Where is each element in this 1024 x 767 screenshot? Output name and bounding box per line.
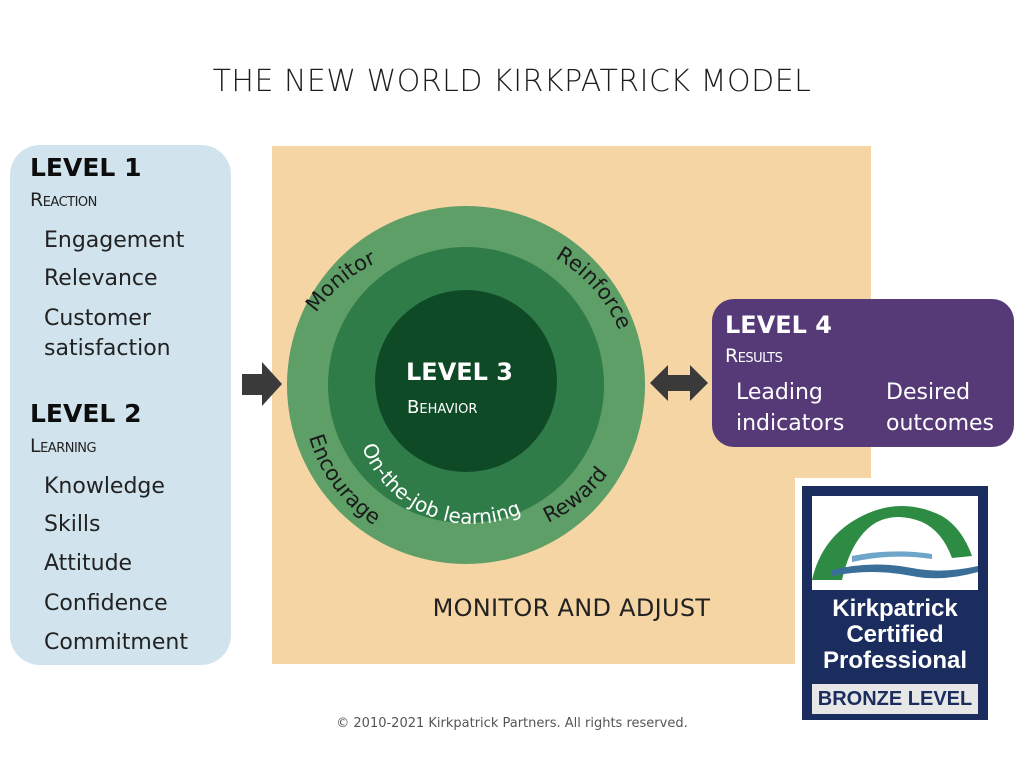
level1-level2-panel: LEVEL 1 Reaction Engagement Relevance Cu… <box>10 145 231 665</box>
level2-item: Attitude <box>44 551 133 576</box>
level4-subtitle: Results <box>725 345 783 367</box>
diagram-title: THE NEW WORLD KIRKPATRICK MODEL <box>212 64 812 99</box>
level4-item: indicators <box>736 411 845 436</box>
level4-desired-outcomes: Desired outcomes <box>886 377 994 439</box>
level2-item: Skills <box>44 512 101 537</box>
level1-item: satisfaction <box>44 336 171 361</box>
badge-level: BRONZE LEVEL <box>812 684 978 714</box>
level3-subtitle: Behavior <box>407 397 477 418</box>
inner-circle <box>375 290 557 472</box>
level4-item: outcomes <box>886 411 995 436</box>
level2-heading: LEVEL 2 <box>30 399 142 428</box>
level4-item: Leading <box>736 380 823 405</box>
level2-item: Confidence <box>44 591 168 616</box>
badge-line-3: Professional <box>822 647 968 674</box>
level1-item: Relevance <box>44 266 158 291</box>
level1-item: Engagement <box>44 228 185 253</box>
copyright-text: © 2010-2021 Kirkpatrick Partners. All ri… <box>336 716 688 731</box>
level4-item: Desired <box>886 380 971 405</box>
level1-heading: LEVEL 1 <box>30 153 142 182</box>
arrow-right-icon <box>242 362 282 406</box>
kirkpatrick-logo-icon <box>812 496 978 590</box>
level4-panel: LEVEL 4 Results Leading indicators Desir… <box>712 299 1014 447</box>
double-arrow-icon <box>650 365 708 401</box>
level3-heading: LEVEL 3 <box>406 358 513 386</box>
badge-line-2: Certified <box>846 621 944 648</box>
certification-badge: Kirkpatrick Certified Professional BRONZ… <box>795 478 995 726</box>
level4-leading-indicators: Leading indicators <box>736 377 844 439</box>
level1-item: Customer <box>44 306 151 331</box>
level4-heading: LEVEL 4 <box>725 311 833 339</box>
level2-item: Knowledge <box>44 474 165 499</box>
level2-subtitle: Learning <box>30 435 97 457</box>
level2-item: Commitment <box>44 630 188 655</box>
badge-line-1: Kirkpatrick <box>832 595 958 622</box>
monitor-and-adjust-label: MONITOR AND ADJUST <box>432 594 711 622</box>
level1-subtitle: Reaction <box>30 189 97 211</box>
